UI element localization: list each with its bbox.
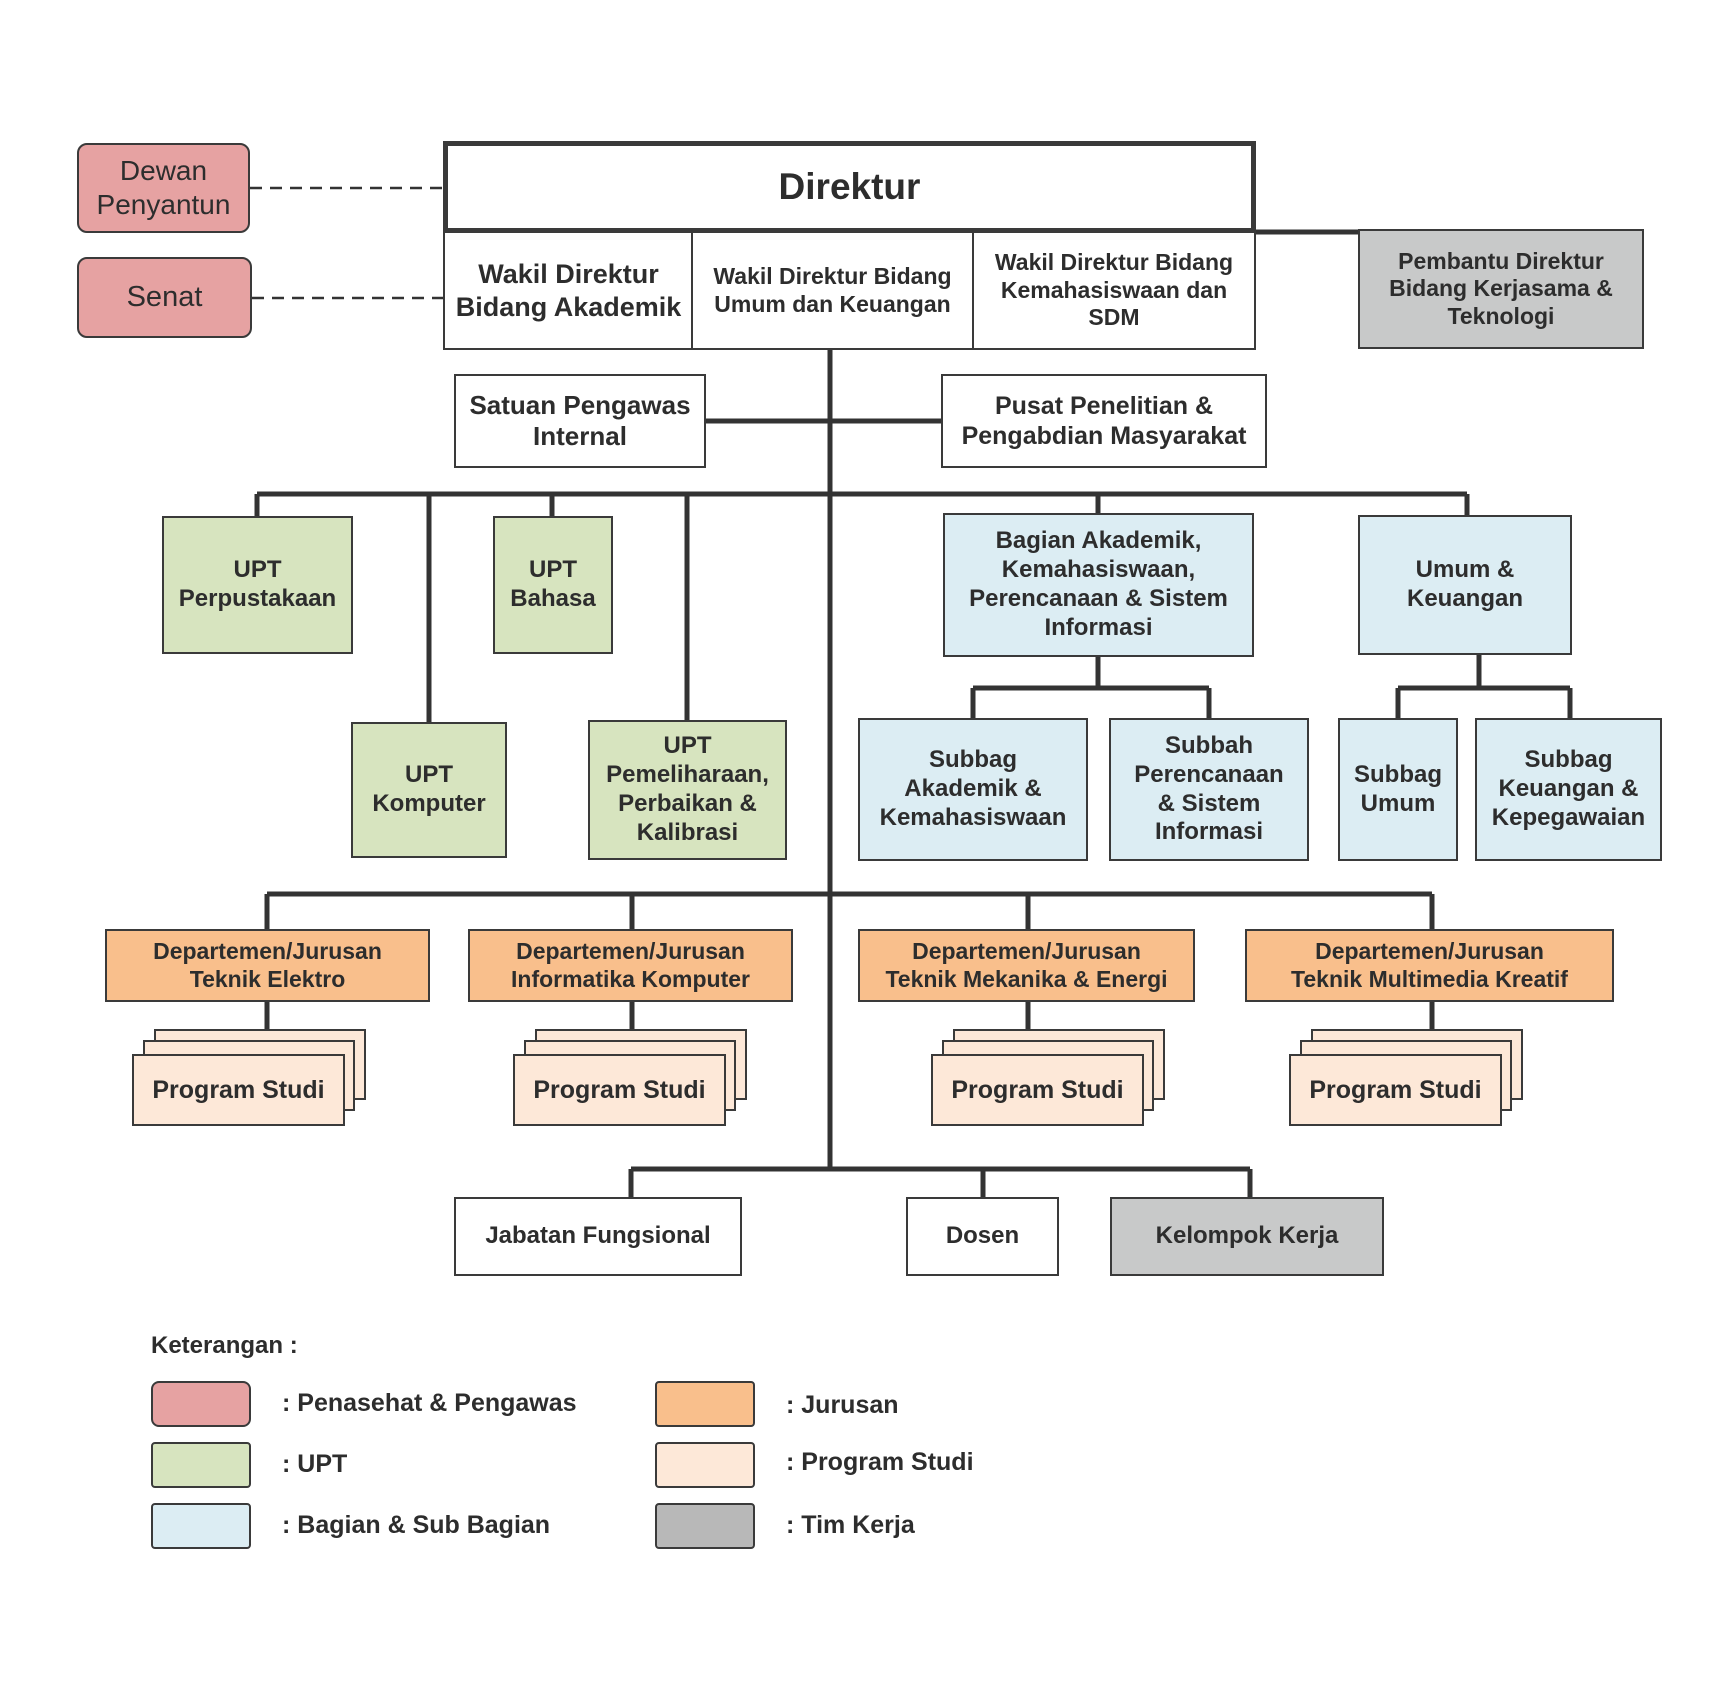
legend-swatch-tim-kerja bbox=[655, 1503, 755, 1549]
legend-label-tim-kerja: : Tim Kerja bbox=[786, 1511, 915, 1539]
legend-swatch-jurusan bbox=[655, 1381, 755, 1427]
legend-swatch-program-studi bbox=[655, 1442, 755, 1488]
direktur-box: Direktur bbox=[443, 141, 1256, 233]
legend-label-program-studi: : Program Studi bbox=[786, 1448, 974, 1476]
upt-bahasa-box: UPT Bahasa bbox=[493, 516, 613, 654]
wadir-akademik-box: Wakil Direktur Bidang Akademik bbox=[443, 231, 694, 350]
pusat-penelitian-box: Pusat Penelitian & Pengabdian Masyarakat bbox=[941, 374, 1267, 468]
jabatan-fungsional-box: Jabatan Fungsional bbox=[454, 1197, 742, 1276]
upt-pemeliharaan-box: UPT Pemeliharaan, Perbaikan & Kalibrasi bbox=[588, 720, 787, 860]
dept-teknik-elektro-box: Departemen/Jurusan Teknik Elektro bbox=[105, 929, 430, 1002]
dewan-penyantun-box: Dewan Penyantun bbox=[77, 143, 250, 233]
dept-teknik-mekanika-box: Departemen/Jurusan Teknik Mekanika & Ene… bbox=[858, 929, 1195, 1002]
dept-informatika-komputer-box: Departemen/Jurusan Informatika Komputer bbox=[468, 929, 793, 1002]
pembantu-direktur-box: Pembantu Direktur Bidang Kerjasama & Tek… bbox=[1358, 229, 1644, 349]
legend-label-upt: : UPT bbox=[282, 1450, 348, 1478]
kelompok-kerja-box: Kelompok Kerja bbox=[1110, 1197, 1384, 1276]
bagian-akademik-box: Bagian Akademik, Kemahasiswaan, Perencan… bbox=[943, 513, 1254, 657]
legend-swatch-penasehat bbox=[151, 1381, 251, 1427]
program-studi-informatika-box: Program Studi bbox=[513, 1054, 726, 1126]
satuan-pengawas-internal-box: Satuan Pengawas Internal bbox=[454, 374, 706, 468]
dosen-box: Dosen bbox=[906, 1197, 1059, 1276]
wadir-kemahasiswaan-box: Wakil Direktur Bidang Kemahasiswaan dan … bbox=[972, 231, 1256, 350]
subbah-perencanaan-box: Subbah Perencanaan & Sistem Informasi bbox=[1109, 718, 1309, 861]
program-studi-multimedia-box: Program Studi bbox=[1289, 1054, 1502, 1126]
legend-swatch-upt bbox=[151, 1442, 251, 1488]
upt-komputer-box: UPT Komputer bbox=[351, 722, 507, 858]
subbag-umum-box: Subbag Umum bbox=[1338, 718, 1458, 861]
subbag-akademik-box: Subbag Akademik & Kemahasiswaan bbox=[858, 718, 1088, 861]
legend-swatch-bagian bbox=[151, 1503, 251, 1549]
senat-box: Senat bbox=[77, 257, 252, 338]
legend-label-jurusan: : Jurusan bbox=[786, 1391, 899, 1419]
legend-title: Keterangan : bbox=[151, 1332, 298, 1359]
program-studi-elektro-box: Program Studi bbox=[132, 1054, 345, 1126]
program-studi-mekanika-box: Program Studi bbox=[931, 1054, 1144, 1126]
upt-perpustakaan-box: UPT Perpustakaan bbox=[162, 516, 353, 654]
legend-label-bagian: : Bagian & Sub Bagian bbox=[282, 1511, 551, 1539]
umum-keuangan-box: Umum & Keuangan bbox=[1358, 515, 1572, 655]
wadir-umum-box: Wakil Direktur Bidang Umum dan Keuangan bbox=[691, 231, 974, 350]
legend-label-penasehat: : Penasehat & Pengawas bbox=[282, 1389, 577, 1417]
dept-teknik-multimedia-box: Departemen/Jurusan Teknik Multimedia Kre… bbox=[1245, 929, 1614, 1002]
subbag-keuangan-box: Subbag Keuangan & Kepegawaian bbox=[1475, 718, 1662, 861]
